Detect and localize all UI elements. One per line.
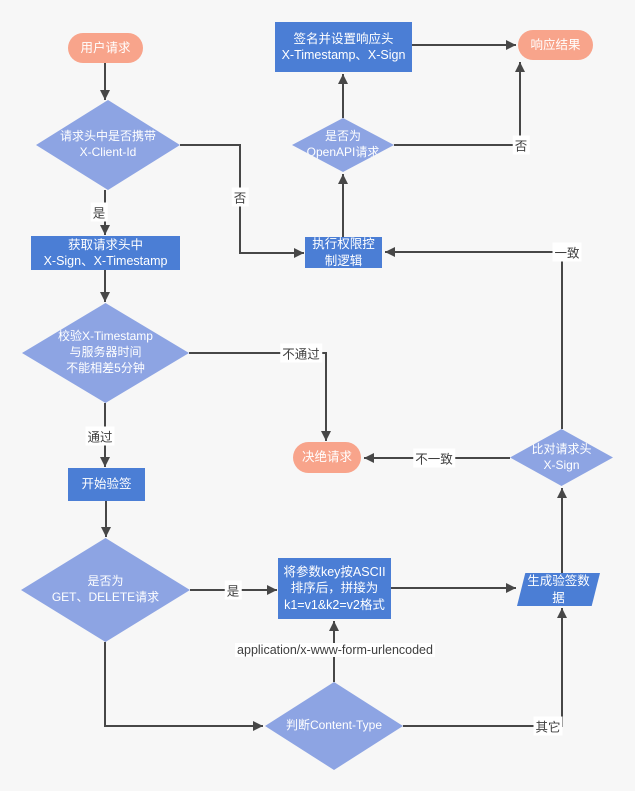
edge-label-content-type-form: application/x-www-form-urlencoded	[235, 643, 435, 657]
node-sort-params: 将参数key按ASCII 排序后，拼接为 k1=v1&k2=v2格式	[278, 558, 391, 619]
node-label: 执行权限控 制逻辑	[312, 237, 375, 268]
edge-label-compare-mismatch: 不一致	[413, 448, 455, 468]
node-label: 签名并设置响应头 X-Timestamp、X-Sign	[281, 31, 406, 63]
edge-content-type-other	[403, 608, 567, 727]
edge-timestamp-fail	[189, 352, 331, 441]
node-label: 获取请求头中 X-Sign、X-Timestamp	[43, 237, 168, 269]
node-gen-sign-data: 生成验签数 据	[517, 573, 600, 606]
edge-label-openapi-no: 否	[512, 135, 530, 155]
edge-get-delete-to-content-type	[104, 642, 263, 731]
node-label: 请求头中是否携带 X-Client-Id	[59, 129, 156, 159]
node-user-request: 用户请求	[68, 33, 143, 63]
node-reject-request: 决绝请求	[293, 442, 361, 473]
node-label: 决绝请求	[301, 450, 352, 465]
edge-label-get-delete-yes: 是	[224, 580, 242, 600]
edge-label-content-type-other: 其它	[533, 716, 563, 736]
edge-label-compare-match: 一致	[552, 242, 582, 262]
node-label: 用户请求	[80, 40, 131, 55]
node-label: 生成验签数 据	[527, 574, 590, 605]
node-label: 是否为 GET、DELETE请求	[51, 574, 160, 604]
node-label: 校验X-Timestamp 与服务器时间 不能相差5分钟	[58, 329, 153, 375]
node-label: 是否为 OpenAPI请求	[306, 129, 380, 159]
edge-label-timestamp-fail: 不通过	[280, 343, 322, 363]
node-label: 判断Content-Type	[285, 718, 383, 733]
node-perm-control: 执行权限控 制逻辑	[305, 237, 382, 268]
node-label: 响应结果	[530, 37, 581, 52]
node-start-verify: 开始验签	[68, 468, 145, 501]
node-label: 比对请求头 X-Sign	[531, 441, 592, 472]
node-sign-response: 签名并设置响应头 X-Timestamp、X-Sign	[275, 22, 412, 72]
node-get-headers: 获取请求头中 X-Sign、X-Timestamp	[31, 236, 180, 270]
edge-label-client-id-yes: 是	[90, 202, 108, 222]
node-label: 开始验签	[81, 477, 132, 492]
node-response-result: 响应结果	[518, 30, 593, 60]
edge-label-timestamp-pass: 通过	[85, 426, 115, 446]
edge-compare-sign-match	[385, 247, 563, 429]
edge-label-client-id-no: 否	[231, 187, 249, 207]
edge-openapi-no	[394, 62, 525, 146]
node-label: 将参数key按ASCII 排序后，拼接为 k1=v1&k2=v2格式	[283, 564, 386, 612]
